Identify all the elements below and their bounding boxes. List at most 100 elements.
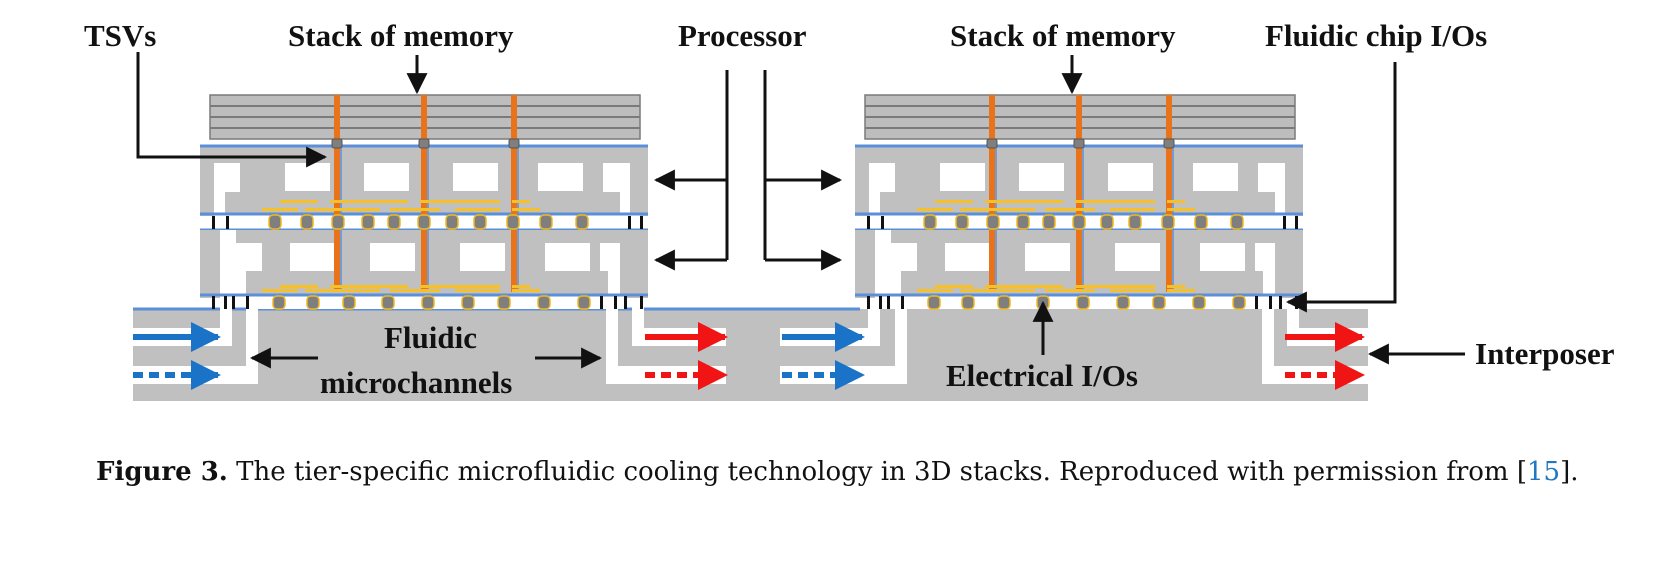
wiring-trace	[512, 208, 540, 211]
wiring-trace	[390, 208, 440, 211]
wiring-group	[262, 200, 1195, 292]
tsv	[1166, 230, 1172, 292]
wiring-trace	[985, 200, 1063, 203]
fluidic-io-seal	[867, 296, 870, 309]
micro-bump	[955, 214, 969, 230]
wiring-trace	[280, 200, 318, 203]
wiring-trace	[1167, 208, 1195, 211]
fluidic-io-group	[212, 216, 1298, 309]
wiring-trace	[512, 285, 530, 288]
fluidic-io-seal	[887, 296, 890, 309]
micro-bump	[1116, 295, 1130, 310]
fluidic-io-seal	[246, 296, 249, 309]
micro-bump	[1192, 295, 1206, 310]
label-microchannels: microchannels	[320, 365, 512, 400]
tsv	[1166, 95, 1172, 215]
micro-bump	[421, 295, 435, 310]
wiring-trace	[262, 289, 298, 292]
tsv	[511, 95, 517, 215]
micro-bump	[306, 295, 320, 310]
fluidic-chip-ios-leader	[1285, 62, 1397, 313]
micro-bump	[381, 295, 395, 310]
tsv-pad	[986, 138, 998, 149]
wiring-trace	[1167, 285, 1185, 288]
fluidic-io-seal	[628, 216, 631, 229]
micro-bump	[1230, 214, 1244, 230]
tsv	[334, 230, 340, 292]
caption-text: The tier-specific microfluidic cooling t…	[227, 457, 1517, 487]
fluidic-io-seal	[624, 296, 627, 309]
fluidic-io-seal	[614, 296, 617, 309]
wiring-trace	[1045, 289, 1095, 292]
wiring-trace	[330, 285, 408, 288]
micro-bump	[361, 214, 375, 230]
micro-bump	[445, 214, 459, 230]
wiring-trace	[420, 285, 500, 288]
wiring-trace	[960, 289, 1035, 292]
wiring-trace	[512, 289, 540, 292]
wiring-trace	[262, 208, 298, 211]
fluidic-io-seal	[212, 296, 215, 309]
fluidic-io-seal	[224, 296, 227, 309]
micro-bump	[575, 214, 589, 230]
micro-bump	[577, 295, 591, 310]
wiring-trace	[1075, 200, 1155, 203]
fluidic-io-seal	[600, 296, 603, 309]
fluidic-io-seal	[879, 296, 882, 309]
micro-bump	[387, 214, 401, 230]
label-fluidic-chip-ios: Fluidic chip I/Os	[1265, 18, 1487, 53]
tsv	[421, 95, 427, 215]
micro-bump	[986, 214, 1000, 230]
tsv	[1076, 95, 1082, 215]
tsv	[1076, 230, 1082, 292]
wiring-trace	[305, 208, 380, 211]
micro-bump	[1016, 214, 1030, 230]
fluidic-io-seal	[640, 296, 643, 309]
fluidic-io-seal	[867, 216, 870, 229]
micro-bump	[272, 295, 286, 310]
wiring-trace	[455, 208, 500, 211]
micro-bump	[342, 295, 356, 310]
micro-bump	[923, 214, 937, 230]
interposer	[133, 307, 1368, 401]
label-stack-of-memory-right: Stack of memory	[950, 18, 1176, 53]
micro-bump	[1194, 214, 1208, 230]
micro-bump	[997, 295, 1011, 310]
wiring-trace	[1167, 200, 1185, 203]
ref-close: ].	[1560, 457, 1579, 487]
tsv	[989, 95, 995, 215]
label-electrical-ios: Electrical I/Os	[946, 358, 1138, 393]
wiring-trace	[420, 200, 500, 203]
micro-bump	[1076, 295, 1090, 310]
wiring-trace	[1075, 285, 1155, 288]
figure-number: Figure 3.	[96, 457, 228, 487]
tsv-pad	[1073, 138, 1085, 149]
wiring-trace	[330, 200, 408, 203]
micro-bump	[461, 295, 475, 310]
fluidic-io-seal	[232, 296, 235, 309]
micro-bump	[1072, 214, 1086, 230]
wiring-trace	[1045, 208, 1095, 211]
micro-bump	[537, 295, 551, 310]
wiring-trace	[305, 289, 380, 292]
fluidic-io-seal	[881, 216, 884, 229]
micro-bump	[1152, 295, 1166, 310]
fluidic-io-seal	[1255, 296, 1258, 309]
fluidic-io-seal	[1269, 296, 1272, 309]
citation-link[interactable]: 15	[1527, 457, 1561, 487]
micro-bump	[497, 295, 511, 310]
wiring-trace	[1110, 208, 1155, 211]
wiring-trace	[935, 200, 973, 203]
coolant-flows	[133, 322, 1365, 390]
micro-bump	[506, 214, 520, 230]
tsv-pad	[508, 138, 520, 149]
micro-bump	[1042, 214, 1056, 230]
fluidic-io-seal	[1279, 296, 1282, 309]
tsv	[334, 95, 340, 215]
micro-bump	[1128, 214, 1142, 230]
figure-caption: Figure 3. The tier-specific microfluidic…	[96, 452, 1656, 492]
micro-bump	[961, 295, 975, 310]
micro-bump	[1232, 295, 1246, 310]
label-processor: Processor	[678, 18, 807, 53]
wiring-trace	[917, 289, 953, 292]
